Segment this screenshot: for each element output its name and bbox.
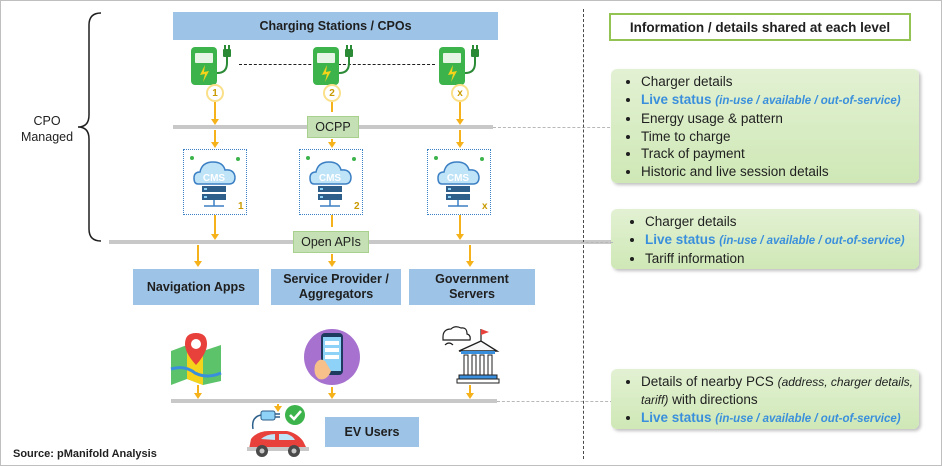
connector-line [331, 254, 333, 262]
arrow-down-icon [194, 393, 202, 399]
arrow-down-icon [456, 234, 464, 240]
info-panel-open-apis: Charger details Live status (in-use / av… [611, 209, 919, 269]
service-provider-box: Service Provider / Aggregators [271, 269, 401, 305]
connector-line [331, 215, 333, 227]
map-pin-icon [170, 333, 222, 385]
connector-line [459, 130, 461, 143]
connector-line [197, 245, 199, 262]
cms-label: CMS [203, 173, 226, 184]
government-building-icon [442, 326, 500, 384]
arrow-down-icon [456, 142, 464, 148]
ocpp-info-link [493, 127, 615, 128]
info-item-live-status: Live status (in-use / available / out-of… [645, 231, 913, 251]
phone-app-icon [304, 329, 360, 385]
cms-number: 2 [354, 201, 360, 212]
cms-box: CMS x [427, 149, 491, 215]
source-note: Source: pManifold Analysis [13, 448, 157, 460]
charging-stations-title: Charging Stations / CPOs [173, 12, 498, 40]
info-item: Track of payment [641, 145, 913, 163]
info-item: Charger details [645, 213, 913, 231]
arrow-down-icon [456, 119, 464, 125]
connector-line [331, 102, 333, 112]
open-apis-info-link [581, 242, 613, 243]
ev-users-info-link [497, 401, 613, 402]
info-item: Energy usage & pattern [641, 110, 913, 128]
cloud-cms-icon: CMS [190, 156, 240, 207]
cms-number: x [482, 201, 488, 212]
arrow-down-icon [328, 393, 336, 399]
cms-box: CMS 1 [183, 149, 247, 215]
connector-line [459, 215, 461, 235]
station-number: 2 [323, 84, 341, 102]
cms-box: CMS 2 [299, 149, 363, 215]
connector-line [469, 245, 471, 262]
arrow-down-icon [274, 406, 282, 412]
info-header: Information / details shared at each lev… [609, 13, 911, 41]
arrow-down-icon [466, 393, 474, 399]
info-item: Charger details [641, 73, 913, 91]
cloud-cms-icon: CMS [306, 156, 356, 207]
section-divider [583, 9, 584, 459]
cpo-managed-brace [77, 12, 102, 242]
arrow-down-icon [194, 261, 202, 267]
connector-line [469, 385, 471, 394]
info-item: Details of nearby PCS (address, charger … [641, 373, 913, 409]
cms-number: 1 [238, 201, 244, 212]
government-servers-box: Government Servers [409, 269, 535, 305]
connector-line [459, 102, 461, 120]
cms-label: CMS [319, 173, 342, 184]
arrow-down-icon [211, 234, 219, 240]
arrow-down-icon [211, 119, 219, 125]
electric-car-icon [247, 405, 309, 457]
info-item: Tariff information [645, 250, 913, 268]
ev-charger-icon [439, 45, 479, 85]
open-apis-label: Open APIs [293, 231, 369, 253]
arrow-down-icon [466, 261, 474, 267]
arrow-down-icon [328, 261, 336, 267]
info-item: Time to charge [641, 128, 913, 146]
arrow-down-icon [211, 142, 219, 148]
ev-users-box: EV Users [325, 417, 419, 447]
navigation-apps-box: Navigation Apps [133, 269, 259, 305]
connector-line [214, 215, 216, 235]
connector-line [197, 385, 199, 394]
connector-line [214, 102, 216, 120]
station-number: x [451, 84, 469, 102]
ev-charger-icon [313, 45, 353, 85]
station-number: 1 [206, 84, 224, 102]
cloud-cms-icon: CMS [434, 156, 484, 207]
ev-charger-icon [191, 45, 231, 85]
info-item-live-status: Live status (in-use / available / out-of… [641, 91, 913, 111]
info-item-live-status: Live status (in-use / available / out-of… [641, 409, 913, 429]
ev-users-line [171, 399, 497, 403]
info-item: Historic and live session details [641, 163, 913, 181]
arrow-down-icon [328, 142, 336, 148]
cpo-managed-label: CPO Managed [20, 114, 74, 144]
info-panel-ev-users: Details of nearby PCS (address, charger … [611, 369, 919, 429]
connector-line [214, 130, 216, 143]
connector-line [331, 139, 333, 144]
connector-line [331, 387, 333, 394]
cms-label: CMS [447, 173, 470, 184]
ocpp-label: OCPP [307, 116, 359, 138]
info-panel-ocpp: Charger details Live status (in-use / av… [611, 69, 919, 183]
